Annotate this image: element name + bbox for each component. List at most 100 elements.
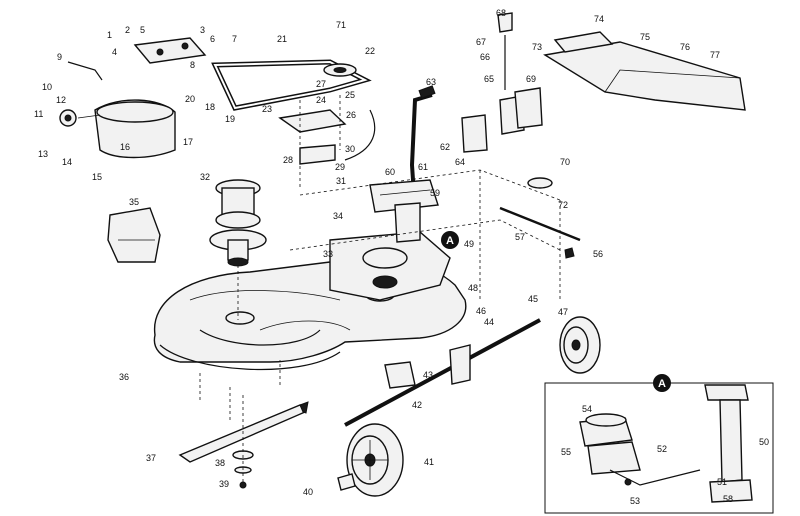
callout-65: 65 — [484, 74, 494, 84]
callout-41: 41 — [424, 457, 434, 467]
callout-53: 53 — [630, 496, 640, 506]
axle-bolt — [337, 473, 356, 491]
callout-11: 11 — [34, 109, 43, 119]
callout-20: 20 — [185, 94, 195, 104]
callout-49: 49 — [464, 239, 474, 249]
front-axle — [344, 318, 541, 427]
cutting-blade — [178, 401, 309, 463]
callout-32: 32 — [200, 172, 210, 182]
callout-3: 3 — [200, 25, 205, 35]
callout-69: 69 — [526, 74, 536, 84]
callout-74: 74 — [594, 14, 604, 24]
detail-marker-label: A — [446, 235, 454, 247]
callout-22: 22 — [365, 46, 375, 56]
callout-70: 70 — [560, 157, 570, 167]
callout-19: 19 — [225, 114, 235, 124]
callout-40: 40 — [303, 487, 313, 497]
callout-45: 45 — [528, 294, 538, 304]
callout-50: 50 — [759, 437, 769, 447]
front-left-wheel — [346, 423, 404, 497]
idler-arm — [278, 109, 376, 165]
detail-inset-a — [544, 382, 774, 514]
callout-63: 63 — [426, 77, 436, 87]
callout-10: 10 — [42, 82, 52, 92]
callout-72: 72 — [558, 200, 568, 210]
detail-marker-inset: A — [653, 374, 671, 392]
callout-13: 13 — [38, 149, 48, 159]
callout-60: 60 — [385, 167, 395, 177]
callout-25: 25 — [345, 90, 355, 100]
callout-34: 34 — [333, 211, 343, 221]
tow-plate — [543, 31, 746, 111]
callout-35: 35 — [129, 197, 139, 207]
callout-39: 39 — [219, 479, 229, 489]
callout-23: 23 — [262, 104, 272, 114]
callout-6: 6 — [210, 34, 215, 44]
callout-30: 30 — [345, 144, 355, 154]
callout-37: 37 — [146, 453, 156, 463]
callout-56: 56 — [593, 249, 603, 259]
callout-48: 48 — [468, 283, 478, 293]
callout-42: 42 — [412, 400, 422, 410]
callout-64: 64 — [455, 157, 465, 167]
pulley-housing — [94, 99, 176, 159]
callout-75: 75 — [640, 32, 650, 42]
callout-44: 44 — [484, 317, 494, 327]
callout-46: 46 — [476, 306, 486, 316]
lift-bracket — [369, 179, 439, 243]
callout-51: 51 — [717, 477, 727, 487]
callout-1: 1 — [107, 30, 112, 40]
callout-59: 59 — [430, 188, 440, 198]
callout-66: 66 — [480, 52, 490, 62]
callout-43: 43 — [423, 370, 433, 380]
callout-5: 5 — [140, 25, 145, 35]
callout-73: 73 — [532, 42, 542, 52]
rear-right-wheel — [559, 316, 601, 374]
callout-31: 31 — [336, 176, 346, 186]
idler-bracket — [133, 37, 207, 64]
callout-9: 9 — [57, 52, 62, 62]
detail-marker-main: A — [441, 231, 459, 249]
deflector-bracket — [107, 207, 161, 263]
callout-68: 68 — [496, 8, 506, 18]
callout-18: 18 — [205, 102, 215, 112]
callout-17: 17 — [183, 137, 193, 147]
callout-47: 47 — [558, 307, 568, 317]
callout-28: 28 — [283, 155, 293, 165]
callout-24: 24 — [316, 95, 326, 105]
spring-assembly — [59, 61, 103, 127]
assembly-guide-lines — [199, 95, 341, 420]
callout-67: 67 — [476, 37, 486, 47]
callout-33: 33 — [323, 249, 333, 259]
callout-52: 52 — [657, 444, 667, 454]
callout-29: 29 — [335, 162, 345, 172]
callout-4: 4 — [112, 47, 117, 57]
center-bracket — [384, 361, 416, 389]
deck-cover — [329, 231, 451, 301]
callout-71: 71 — [336, 20, 346, 30]
callout-15: 15 — [92, 172, 102, 182]
callout-21: 21 — [277, 34, 287, 44]
callout-26: 26 — [346, 110, 356, 120]
callout-16: 16 — [120, 142, 130, 152]
callout-27: 27 — [316, 79, 326, 89]
callout-55: 55 — [561, 447, 571, 457]
callout-7: 7 — [232, 34, 237, 44]
callout-58: 58 — [723, 494, 733, 504]
callout-36: 36 — [119, 372, 129, 382]
rear-mounting-brackets — [461, 12, 543, 153]
rod-bracket — [499, 177, 581, 259]
inset-marker-label: A — [658, 378, 666, 390]
blade-hardware — [232, 395, 254, 489]
callout-54: 54 — [582, 404, 592, 414]
callout-12: 12 — [56, 95, 66, 105]
callout-38: 38 — [215, 458, 225, 468]
drive-belt — [211, 59, 372, 111]
callout-57: 57 — [515, 232, 525, 242]
spindle-pulley-assembly — [209, 179, 267, 320]
callout-77: 77 — [710, 50, 720, 60]
callout-14: 14 — [62, 157, 72, 167]
